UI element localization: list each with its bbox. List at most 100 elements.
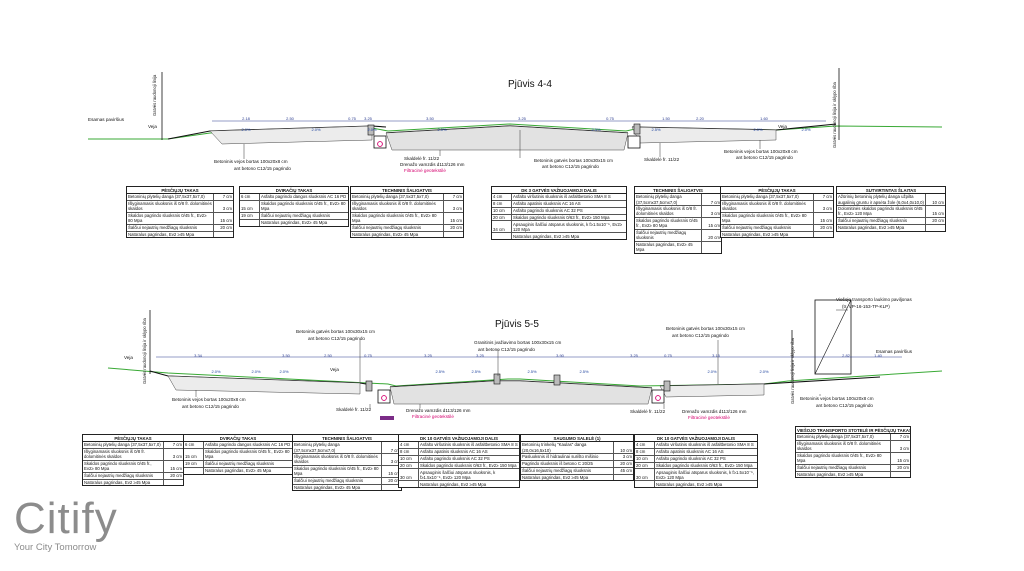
s5-pavilion-diagonal xyxy=(814,299,852,375)
layer-thickness: 10 cm xyxy=(613,442,633,453)
layer-thickness xyxy=(381,484,401,491)
layer-thickness: 34 cm xyxy=(492,221,512,233)
s5-table-4: SAUGUMO SALELĖ (1)Betoninių trinkelių "K… xyxy=(520,434,634,482)
layer-thickness: 3 cm xyxy=(213,200,233,212)
table-row: Natūralus pagrindas, Ev2 ≥45 Mpa xyxy=(399,481,519,488)
layer-thickness: 20 cm xyxy=(635,462,655,469)
layer-thickness: 15 cm xyxy=(184,448,204,460)
table-row: Natūralus pagrindas, Ev2 ≥45 Mpa xyxy=(521,474,633,481)
layer-thickness xyxy=(613,474,633,481)
layer-thickness: 7 cm xyxy=(213,194,233,200)
s4-vejos-bortas-right-label: Betoninis vejos bortas 100x20x8 cm xyxy=(724,149,798,154)
table-row: Asfalto pagrindo dangos sluoksnis AC 16 … xyxy=(184,442,292,449)
layer-description: Išlyginamasis sluoksnis iš 0/8 fr. dolom… xyxy=(797,441,881,452)
layer-description: Apsauginis šalčiui atsparus sluoksnis, k… xyxy=(420,469,496,480)
layer-thickness xyxy=(240,219,260,226)
layer-description: Asfalto apatinis sluoksnis AC 16 AS xyxy=(420,449,488,455)
s5-esamas-label: Esamas paviršius xyxy=(876,349,912,354)
layer-thickness: 20 cm xyxy=(381,477,401,484)
table-row: Natūralus pagrindas, Ev2 ≥45 Mpa xyxy=(796,471,910,478)
layer-thickness: 15 cm xyxy=(701,217,721,229)
table-row: Skaldos pagrindo sluoksnis 0/45 fr., Ev2… xyxy=(721,212,833,225)
layer-description: Asfalto pagrindo sluoksnis AC 32 PS xyxy=(420,456,490,462)
s5-filtracine-2-label: Filtracinė geotekstilė xyxy=(688,415,730,420)
table-row: Asfalto viršutinis sluoksnis iš asfaltbe… xyxy=(635,442,757,449)
layer-thickness: 15 cm xyxy=(163,460,183,472)
s5-curb-2 xyxy=(663,380,671,392)
layer-thickness: 15 cm xyxy=(925,205,945,217)
s5-dim-2: 2.50 xyxy=(324,353,332,358)
table-title: DK 10 GATVĖS VAŽIUOJAMOJI DALIS xyxy=(635,435,757,443)
s5-paviljonas-1-label: Viešojo transporto laukimo paviljonas xyxy=(836,297,912,302)
table-row: Apsauginis šalčiui atsparus sluoksnis, k… xyxy=(635,469,757,482)
s5-dim-3: 0.75 xyxy=(364,353,372,358)
layer-description: Pagrindo sluoksnis iš betono C 20/25 xyxy=(522,461,593,467)
table-title: PĖSČIŲJŲ TAKAS xyxy=(721,187,833,195)
table-row: Skaldos pagrindo sluoksnis 0/45 fr., Ev2… xyxy=(635,217,721,230)
table-row: Dolomitinės skaldos pagrindo sluoksnis 0… xyxy=(837,205,945,218)
table-row: Išlyginamasis sluoksnis iš 0/8 fr. dolom… xyxy=(721,200,833,213)
layer-thickness: 15 cm xyxy=(813,212,833,224)
logo-tagline: Your City Tomorrow xyxy=(14,542,97,553)
s4-riba-left-label: Gatvės raudonoji linija xyxy=(152,74,157,116)
s5-dim-11: 1.40 xyxy=(874,353,882,358)
layer-thickness: 20 cm xyxy=(701,229,721,241)
layer-thickness: 3 cm xyxy=(381,453,401,465)
s4-curb-2 xyxy=(633,123,641,135)
layer-thickness: 15 cm xyxy=(443,212,463,224)
s5-table-6: VIEŠOJO TRANSPORTO STOTELĖ IR PĖSČIŲJŲ T… xyxy=(795,426,911,479)
table-row: Skaldos pagrindo sluoksnis 0/45 fr., Ev2… xyxy=(293,465,401,478)
layer-thickness: 3 cm xyxy=(701,205,721,217)
table-row: Pasluoksnis iš hidraulinai surišto mišin… xyxy=(521,453,633,461)
s5-drenazo-2-label: Drenažo vamzdis d113/126 mm xyxy=(682,409,747,414)
layer-thickness: 10 cm xyxy=(492,207,512,214)
table-row: Betoninių plytelių danga (37,5x37,5x7,0)… xyxy=(83,442,183,449)
s5-slope-4: 2.5% xyxy=(471,369,481,374)
table-row: Išlyginamasis sluoksnis iš 0/8 fr. dolom… xyxy=(351,200,463,213)
s4-filtracine-label: Filtracinė geotekstilė xyxy=(404,168,446,173)
table-row: Išlyginamasis sluoksnis iš 0/8 fr. dolom… xyxy=(83,448,183,461)
s4-skaldele-1-label: Skaldelė fr. 11/22 xyxy=(404,156,440,161)
layer-description: Skaldos pagrindo sluoksnis 0/45 fr., Ev2… xyxy=(84,461,152,472)
table-row: Betoninių trinkelių "Kaulas" danga (20,0… xyxy=(521,442,633,454)
table-title: VIEŠOJO TRANSPORTO STOTELĖ IR PĖSČIŲJŲ T… xyxy=(796,427,910,435)
table-row: Skaldos pagrindo sluoksnis 0/45 fr., Ev2… xyxy=(351,212,463,225)
layer-thickness: 20 cm xyxy=(890,464,910,471)
layer-thickness: 20 cm xyxy=(443,224,463,231)
layer-description: Asfalto pagrindo dangos sluoksnis AC 16 … xyxy=(205,442,291,448)
s5-slope-7: 2.0% xyxy=(707,369,717,374)
s5-dim-5: 3.25 xyxy=(476,353,484,358)
layer-thickness xyxy=(399,481,419,488)
layer-description: Natūralus pagrindas, Ev2 ≥45 Mpa xyxy=(838,225,905,231)
layer-description: Betoninių plytelių danga (37,5x37,5x7,0) xyxy=(722,194,799,200)
s5-riba-left-label: Gatvės raudonoji linija ir sklypo riba xyxy=(142,318,147,384)
layer-thickness: 30 cm xyxy=(635,469,655,481)
layer-description: Pasluoksnis iš hidraulinai surišto mišin… xyxy=(522,454,599,460)
layer-thickness: 10 cm xyxy=(635,455,655,462)
layer-description: Skaldos pagrindo sluoksnis 0/45 fr., Ev2… xyxy=(797,453,882,464)
s4-dim-6: 0.75 xyxy=(606,116,614,121)
s5-layer-left xyxy=(167,375,361,395)
table-title: TECHNINIS ŠALIGATVIS xyxy=(635,187,721,195)
s5-ant-betono-1-label: ant betono C12/15 pagrindo xyxy=(308,336,365,341)
layer-thickness: 3 cm xyxy=(890,440,910,452)
table-title: PĖSČIŲJŲ TAKAS xyxy=(127,187,233,195)
s4-ant-betono-1-label: ant betono C12/15 pagrindo xyxy=(234,166,291,171)
s5-dim-0: 3.34 xyxy=(194,353,202,358)
logo-name: Citify xyxy=(14,494,118,543)
s4-skaldele-2-label: Skaldelė fr. 11/22 xyxy=(644,157,680,162)
s4-slope-2: 2.0% xyxy=(367,127,377,132)
table-row: Skaldos pagrindo sluoksnis 0/45 fr., Ev2… xyxy=(796,452,910,465)
layer-thickness: 19 cm xyxy=(240,212,260,219)
